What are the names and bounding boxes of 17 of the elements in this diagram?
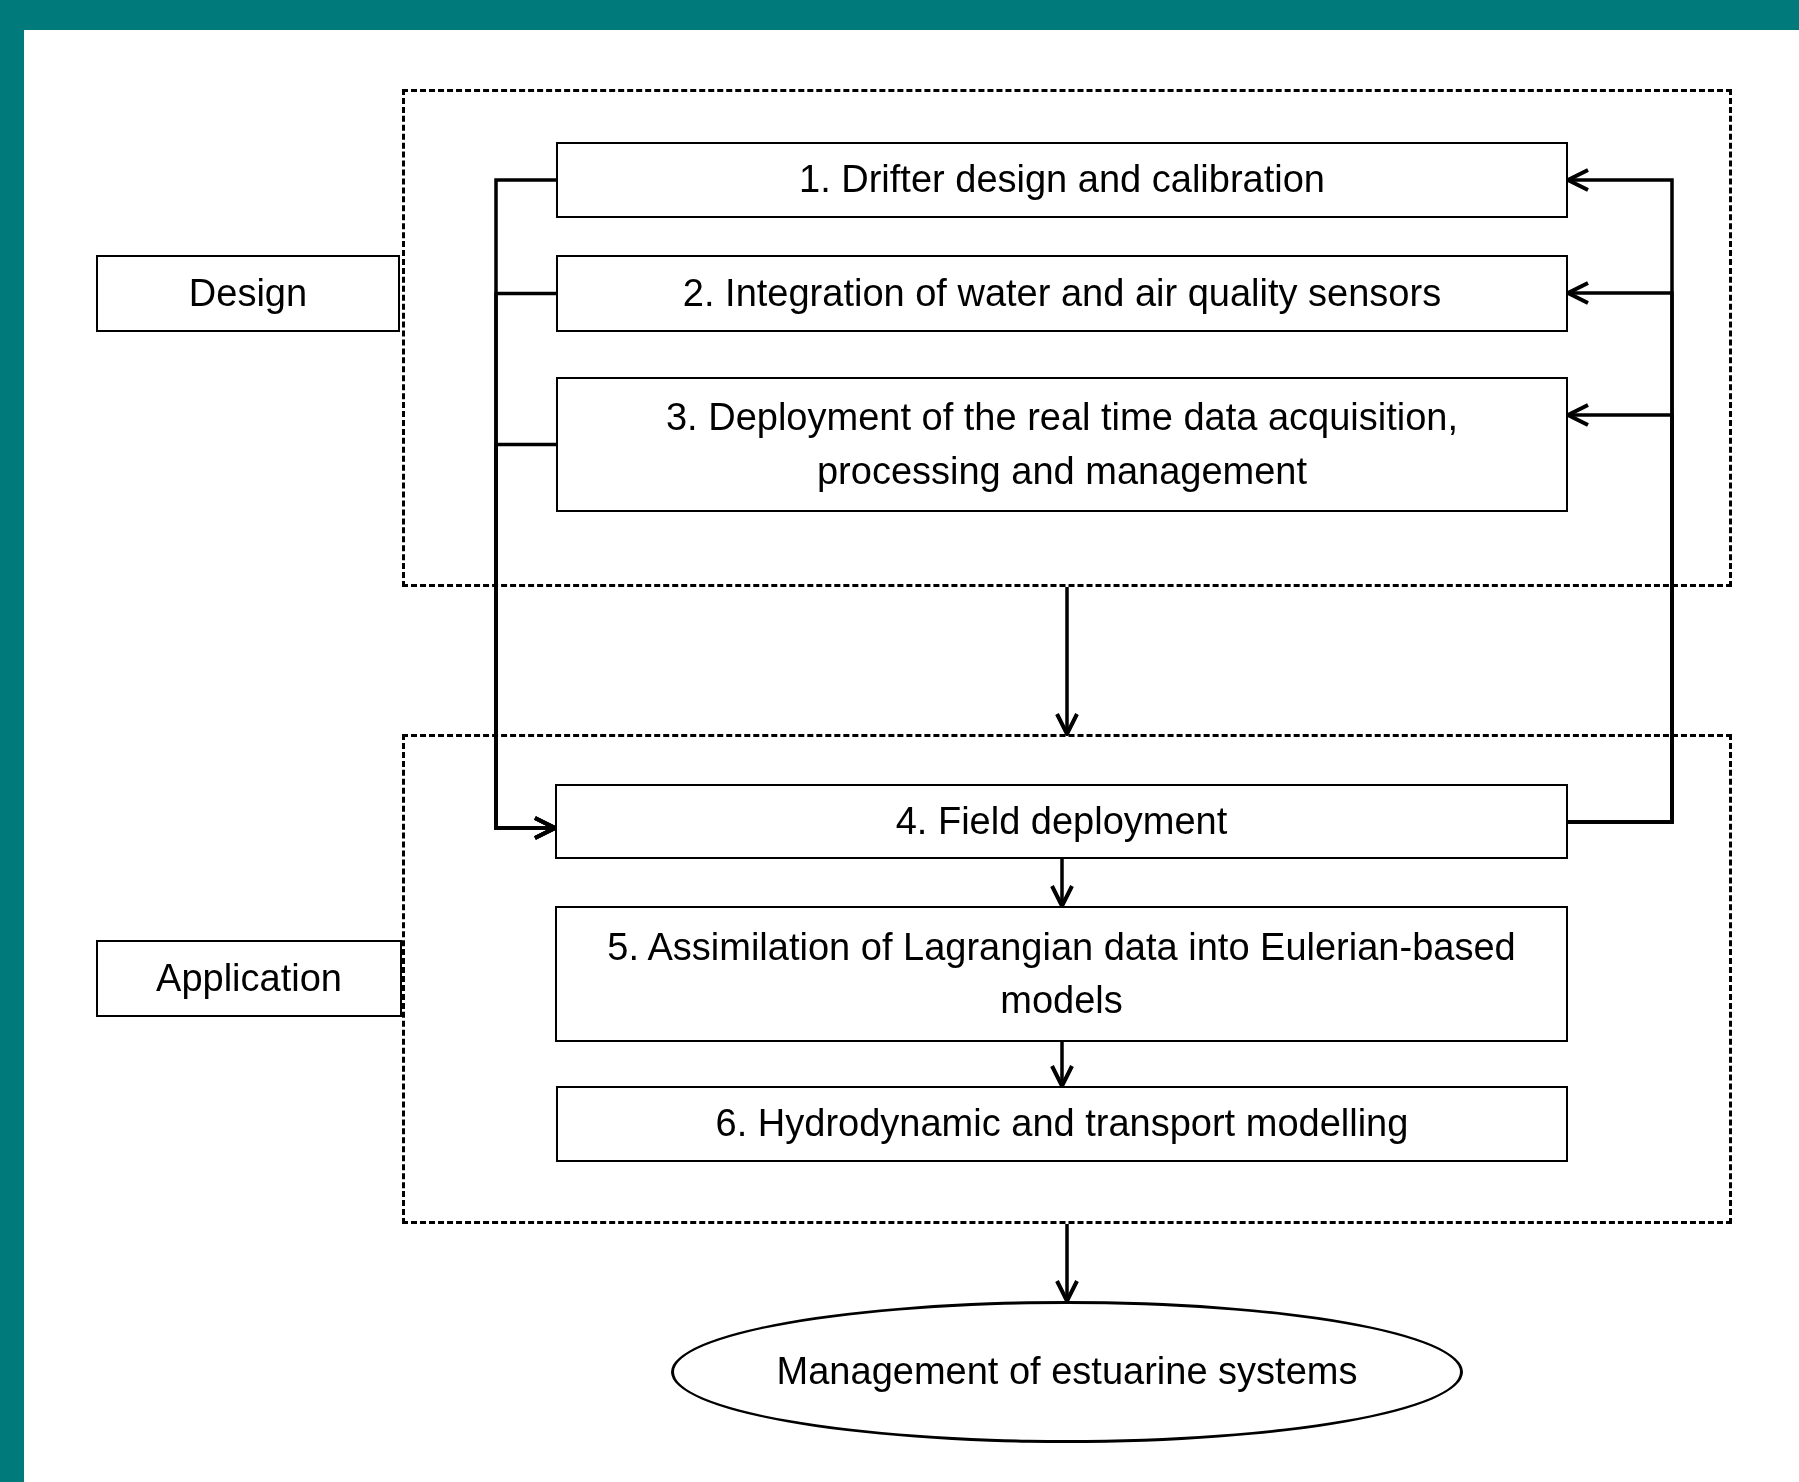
arrow bbox=[1566, 403, 1674, 824]
process-box: 4. Field deployment bbox=[555, 784, 1568, 859]
process-box: 6. Hydrodynamic and transport modelling bbox=[556, 1086, 1568, 1162]
arrow bbox=[1055, 587, 1079, 736]
stage-label-box: Design bbox=[96, 255, 400, 332]
dashed-group-frame bbox=[402, 89, 1732, 587]
arrow bbox=[1055, 1224, 1079, 1303]
terminal-ellipse: Management of estuarine systems bbox=[671, 1301, 1463, 1443]
arrow bbox=[1050, 859, 1074, 908]
arrow bbox=[494, 442, 557, 840]
process-box: 2. Integration of water and air quality sensors bbox=[556, 255, 1568, 332]
arrow bbox=[1050, 1042, 1074, 1088]
dashed-group-frame bbox=[402, 734, 1732, 1224]
process-box: 1. Drifter design and calibration bbox=[556, 142, 1568, 218]
stage-label-box: Application bbox=[96, 940, 402, 1017]
process-box: 5. Assimilation of Lagrangian data into Eulerian-based models bbox=[555, 906, 1568, 1042]
process-box: 3. Deployment of the real time data acquisition, processing and management bbox=[556, 377, 1568, 512]
